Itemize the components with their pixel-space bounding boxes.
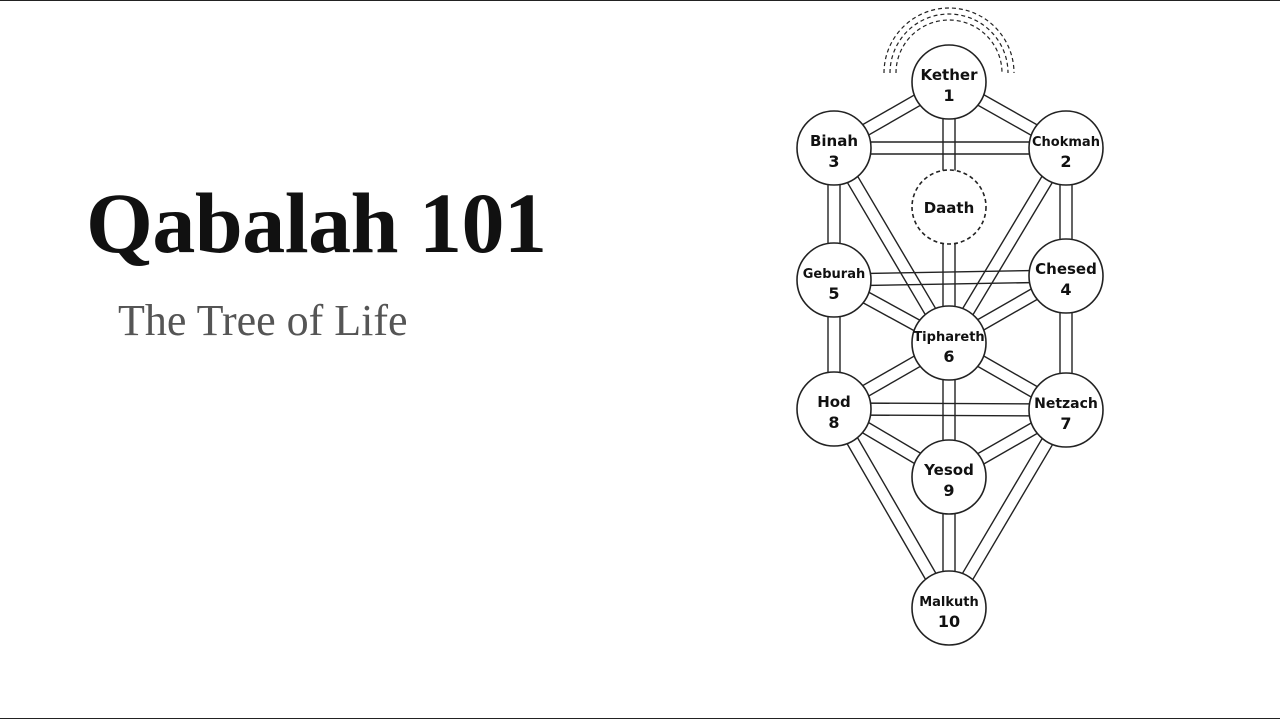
sephirah-number: 8 <box>828 413 839 432</box>
sephirah-circle <box>911 305 987 381</box>
sephirah-chesed: Chesed 4 <box>1028 238 1104 314</box>
path-rail <box>943 406 1062 606</box>
path-rail <box>943 144 1062 341</box>
sephirah-number: 7 <box>1060 414 1071 433</box>
sephirah-chokmah: Chokmah 2 <box>1028 110 1104 186</box>
sephirah-tiphareth: Tiphareth 6 <box>911 305 987 381</box>
sephirah-circle <box>796 110 872 186</box>
path-rail <box>828 150 945 347</box>
slide-title: Qabalah 101 <box>86 175 547 271</box>
sephirah-circle <box>1028 238 1104 314</box>
path-rail <box>838 144 955 341</box>
path-netzach-hod <box>833 402 1067 417</box>
sephirah-malkuth: Malkuth 10 <box>911 570 987 646</box>
path-netzach-malkuth <box>943 406 1072 612</box>
sephirah-daath: Daath <box>911 169 987 245</box>
sephirah-name: Kether <box>921 66 979 84</box>
slide-subtitle: The Tree of Life <box>118 296 408 345</box>
path-rail <box>838 405 955 606</box>
path-hod-malkuth <box>828 405 955 612</box>
sephirah-circle <box>1028 110 1104 186</box>
sephirah-circle <box>796 371 872 447</box>
sephirah-number: 4 <box>1060 280 1071 299</box>
sephirah-binah: Binah 3 <box>796 110 872 186</box>
sephirah-number: 5 <box>828 284 839 303</box>
sephirah-netzach: Netzach 7 <box>1028 372 1104 448</box>
sephirah-kether: Kether 1 <box>911 44 987 120</box>
kether-crown-arcs <box>883 7 1015 74</box>
sephirah-circle <box>1028 372 1104 448</box>
sephirah-circle <box>796 242 872 318</box>
sephirah-yesod: Yesod 9 <box>911 439 987 515</box>
path-rail <box>833 414 1066 417</box>
path-chokmah-tiphareth <box>943 144 1072 347</box>
sephirah-name: Hod <box>817 393 851 411</box>
sephirah-number: 6 <box>943 347 954 366</box>
path-binah-tiphareth <box>828 144 955 347</box>
sephirah-circle <box>911 570 987 646</box>
bottom-border <box>0 718 1280 719</box>
sephirah-hod: Hod 8 <box>796 371 872 447</box>
path-chesed-geburah <box>833 269 1067 287</box>
path-rail <box>834 281 1067 287</box>
top-border <box>0 0 1280 1</box>
path-rail <box>953 150 1072 347</box>
sephirah-name: Netzach <box>1034 396 1098 412</box>
path-rail <box>828 411 945 612</box>
sephirah-name: Chesed <box>1035 260 1097 278</box>
sephirah-name: Geburah <box>803 267 866 282</box>
sephirah-number: 3 <box>828 152 839 171</box>
sephirah-number: 2 <box>1060 152 1071 171</box>
sephirah-circle <box>911 169 987 245</box>
sephirah-number: 10 <box>938 612 960 631</box>
sephirah-name: Yesod <box>923 461 974 479</box>
path-rail <box>833 269 1066 275</box>
sephirah-circle <box>911 44 987 120</box>
sephirah-name: Tiphareth <box>913 330 984 345</box>
sephirah-name: Binah <box>810 132 858 150</box>
path-rail <box>834 402 1067 405</box>
sephirah-number: 1 <box>943 86 954 105</box>
sephirah-name: Chokmah <box>1032 135 1100 150</box>
sephirah-circle <box>911 439 987 515</box>
sephirah-number: 9 <box>943 481 954 500</box>
sephirah-geburah: Geburah 5 <box>796 242 872 318</box>
sephirah-name: Malkuth <box>919 595 979 610</box>
path-rail <box>953 412 1072 612</box>
sephirah-name: Daath <box>924 199 975 217</box>
path-chokmah-binah <box>834 141 1066 155</box>
